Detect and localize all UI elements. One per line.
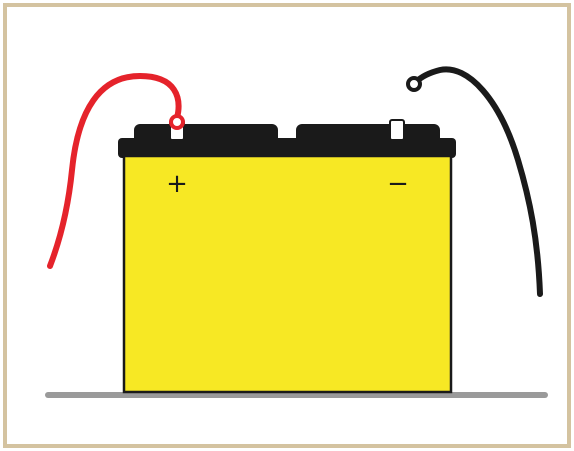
negative-cable-ring (408, 78, 420, 90)
negative-label: − (387, 169, 409, 199)
positive-label: + (166, 169, 188, 199)
negative-terminal (390, 120, 404, 140)
positive-cable-ring (171, 116, 183, 128)
